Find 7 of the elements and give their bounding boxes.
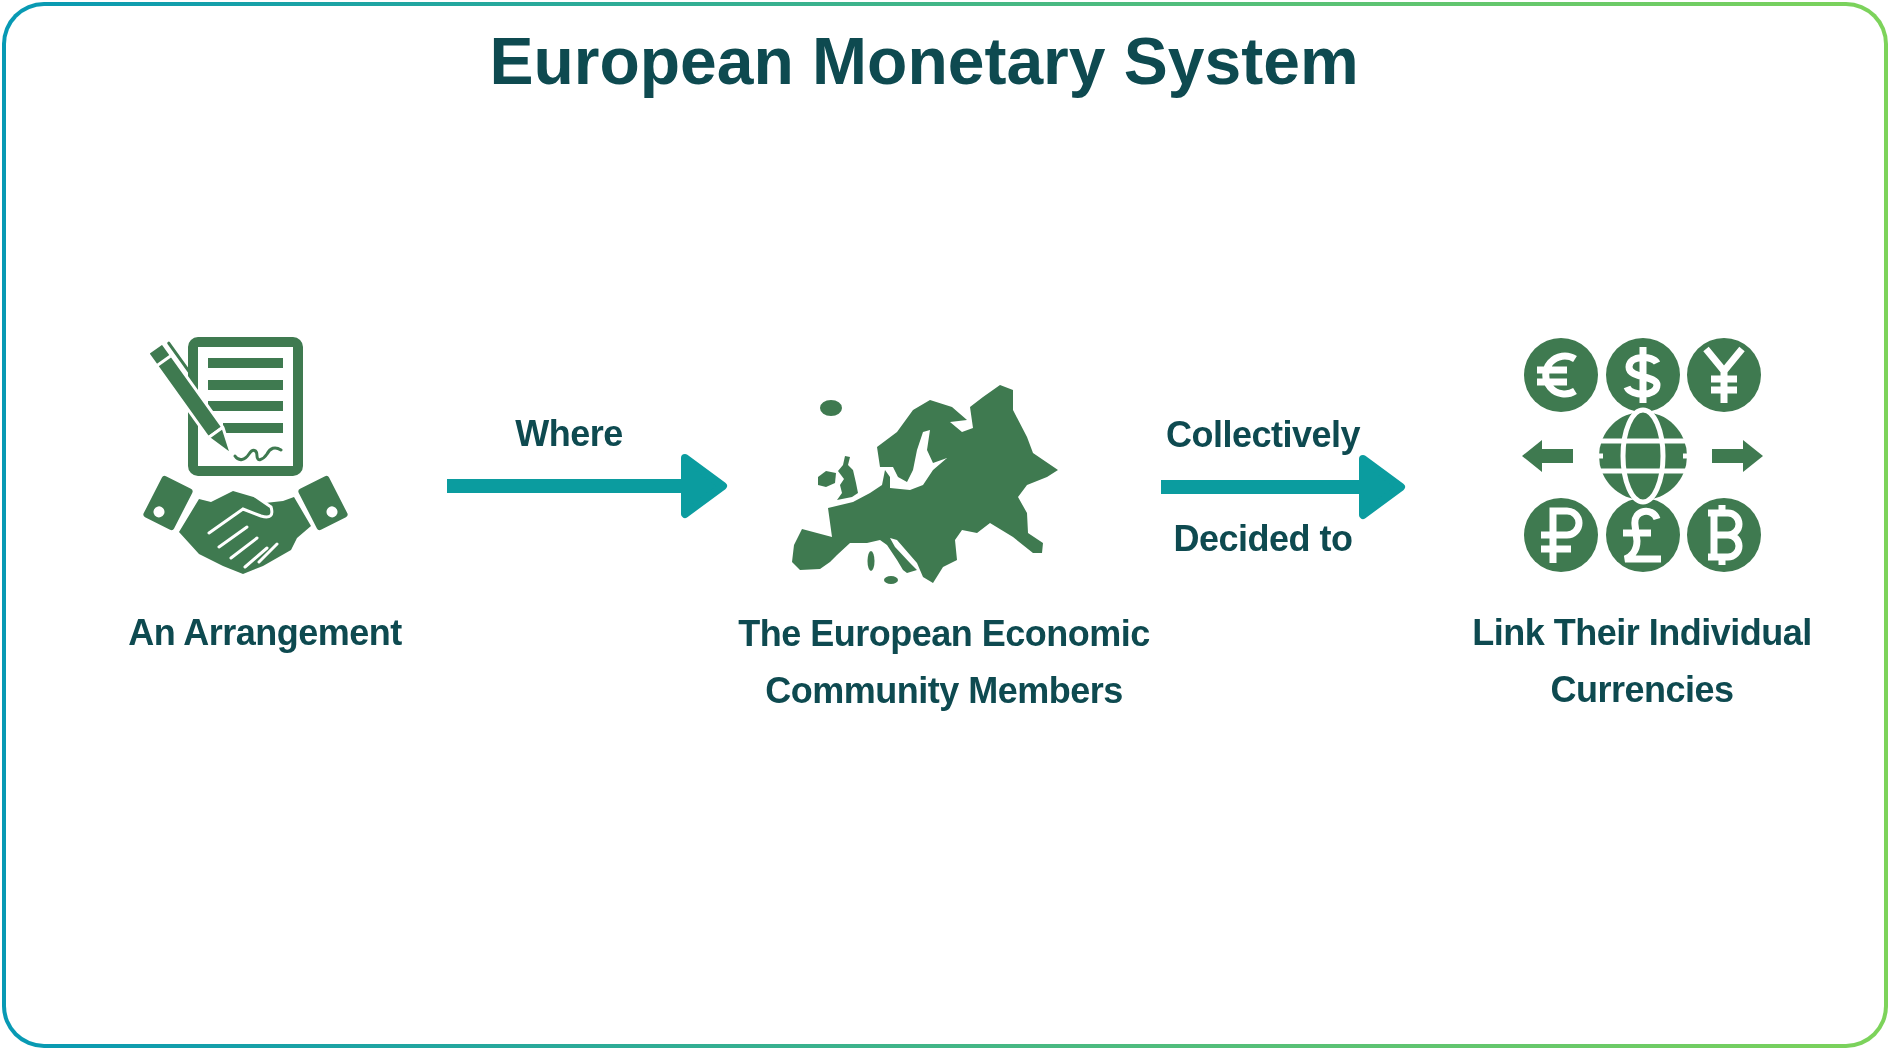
edge-label: Collectively Decided to [1164, 413, 1362, 561]
node-label: An Arrangement [128, 611, 402, 655]
arrow [447, 454, 727, 518]
node-label: The European Economic Community Members [737, 612, 1151, 713]
node-label: Link Their Individual Currencies [1471, 611, 1813, 712]
arrow [1161, 455, 1405, 519]
edge-label: Where [515, 412, 623, 456]
